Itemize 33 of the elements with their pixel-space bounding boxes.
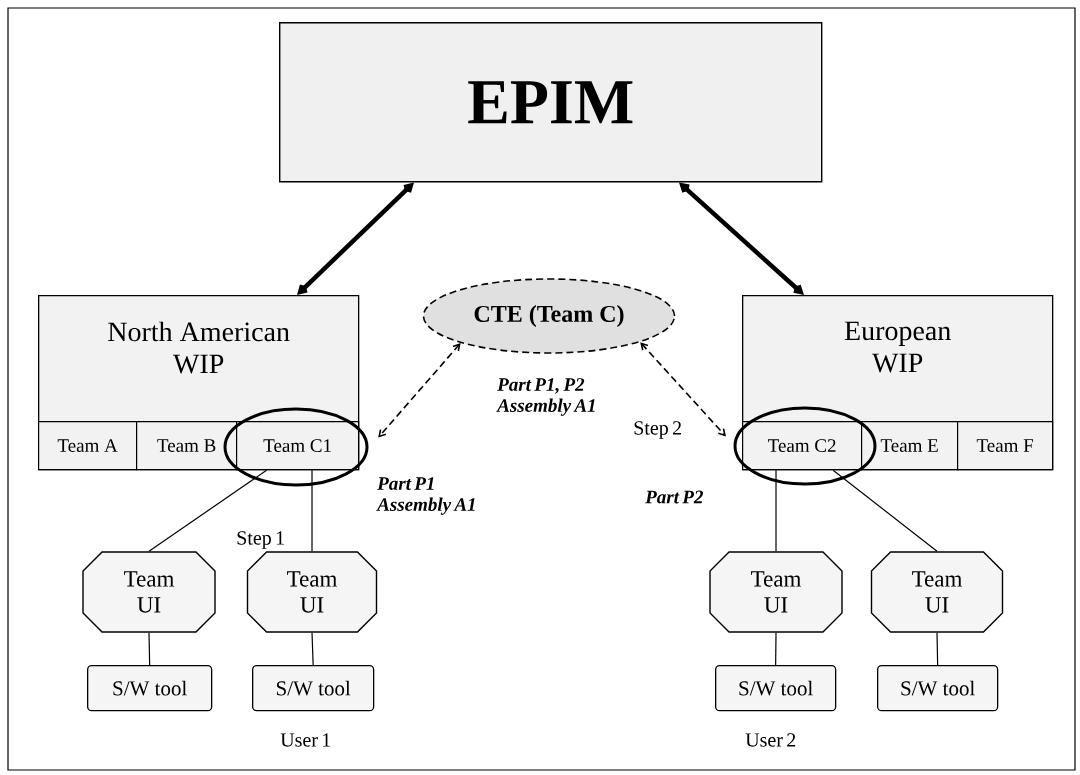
- text-label: Part P2: [645, 490, 703, 504]
- tool-box: S/W tool: [877, 665, 999, 712]
- team-cell: Team A: [38, 421, 138, 471]
- team-octagon: Team UI: [246, 551, 378, 633]
- connector-line: [311, 469, 313, 552]
- tool-box: S/W tool: [252, 665, 375, 712]
- connector-line: [148, 632, 151, 666]
- connector-line: [936, 632, 939, 666]
- team-octagon: Team UI: [82, 551, 216, 633]
- text-label: User 1: [280, 733, 331, 747]
- arrow: [679, 182, 804, 295]
- arrow: [297, 182, 414, 295]
- connector-line: [775, 469, 777, 552]
- team-cell: Team E: [861, 421, 959, 471]
- text-label: User 2: [745, 733, 796, 747]
- team-cell: Team F: [957, 421, 1054, 471]
- team-octagon: Team UI: [709, 551, 843, 633]
- system-box: EPIM: [279, 22, 823, 183]
- connector-line: [148, 469, 268, 552]
- tool-box: S/W tool: [87, 665, 213, 712]
- team-cell: Team B: [136, 421, 238, 471]
- arrow: [640, 342, 726, 437]
- text-label: Step 2: [634, 421, 681, 439]
- text-label: Part P1 Assembly A1: [376, 477, 475, 515]
- connector-line: [775, 632, 777, 666]
- text-label: Part P1, P2 Assembly A1: [496, 378, 595, 416]
- team-octagon: Team UI: [870, 551, 1004, 633]
- arrow: [378, 343, 461, 438]
- text-label: Step 1: [237, 531, 284, 549]
- tool-box: S/W tool: [715, 665, 837, 712]
- team-cell: Team C2: [742, 421, 863, 471]
- connector-line: [311, 632, 314, 666]
- team-cell: Team C1: [236, 421, 360, 471]
